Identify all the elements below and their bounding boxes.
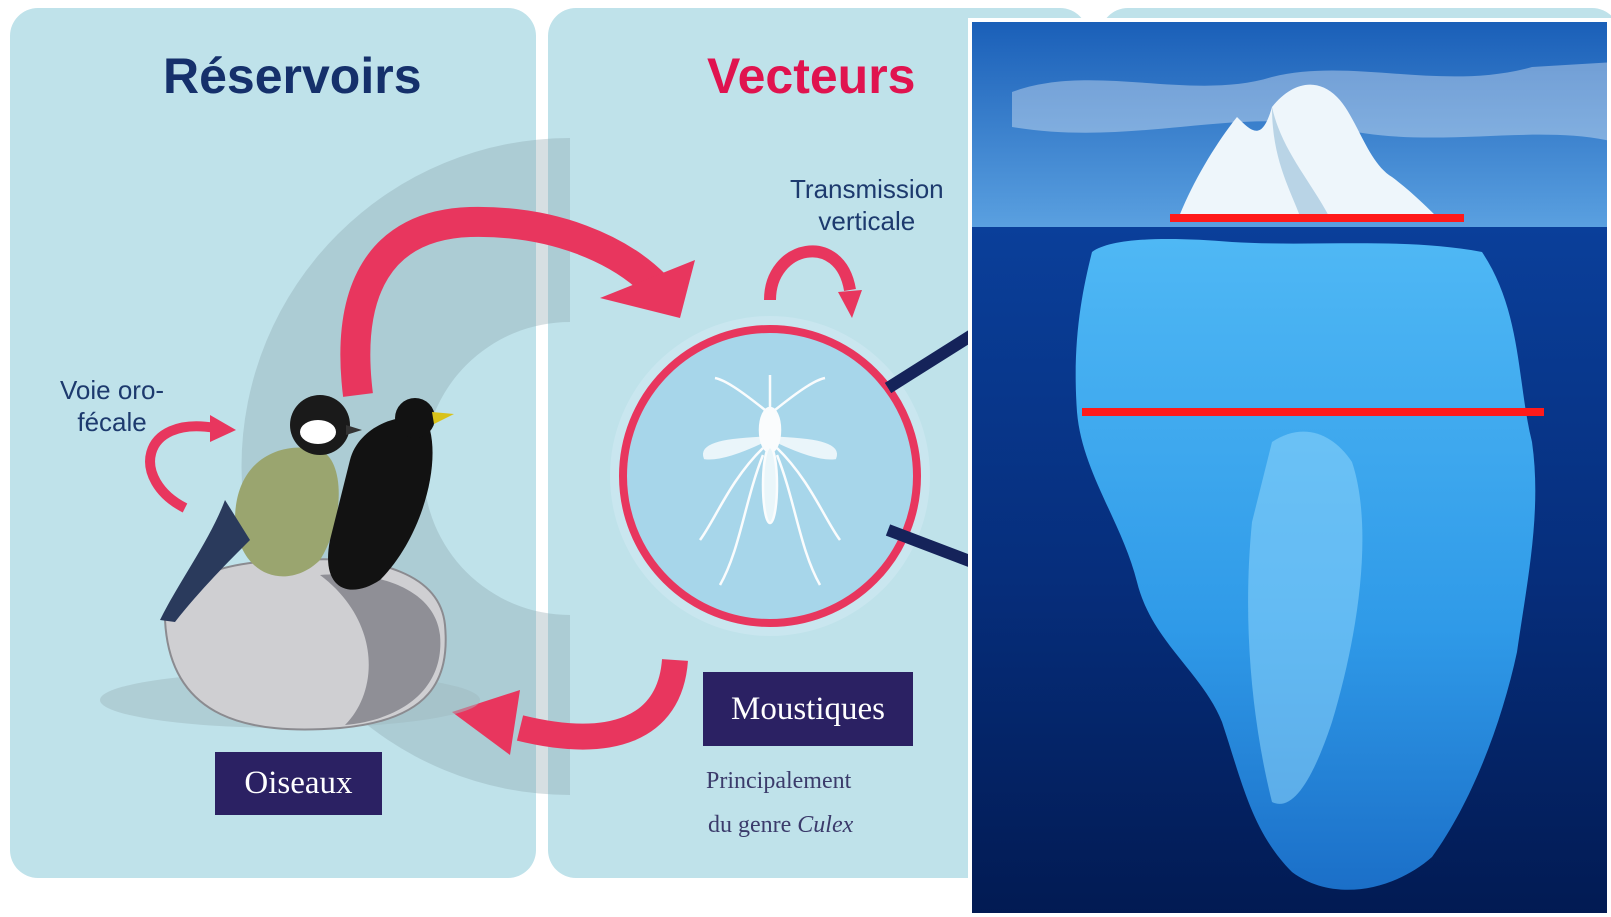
reservoirs-heading: Réservoirs [163, 47, 422, 105]
culex-caption-prefix: du genre [708, 812, 797, 838]
connector-upper [888, 330, 980, 388]
vertical-transmission-line2: verticale [790, 205, 944, 237]
iceberg-photo [968, 18, 1611, 917]
mosquitoes-label: Moustiques [703, 672, 913, 746]
oro-fecal-note: Voie oro- fécale [60, 374, 164, 438]
birds-label: Oiseaux [215, 752, 382, 815]
arrow-vertical-transmission-head [838, 290, 862, 318]
arrow-vertical-transmission [770, 251, 850, 300]
culex-caption-genus: Culex [797, 812, 853, 838]
culex-caption-line1: Principalement [706, 768, 851, 795]
arrow-oro-fecal [150, 426, 215, 508]
oro-fecal-line2: fécale [60, 406, 164, 438]
culex-caption-line2: du genre Culex [708, 812, 853, 839]
vertical-transmission-note: Transmission verticale [790, 173, 944, 237]
vertical-transmission-line1: Transmission [790, 173, 944, 205]
arrow-oro-fecal-head [210, 415, 236, 442]
oro-fecal-line1: Voie oro- [60, 374, 164, 406]
vecteurs-heading: Vecteurs [707, 47, 915, 105]
